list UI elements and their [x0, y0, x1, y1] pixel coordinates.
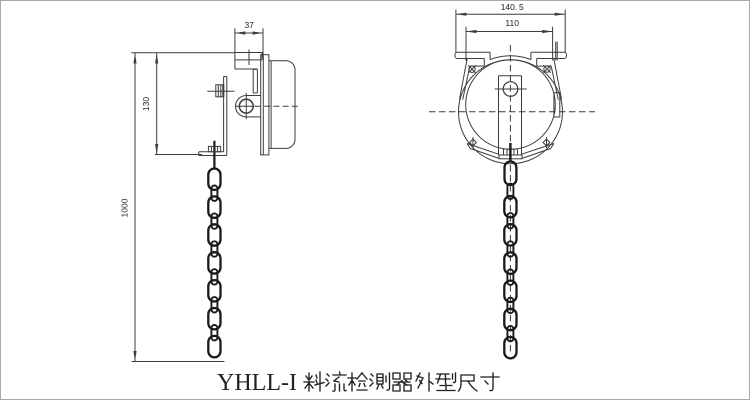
svg-text:1000: 1000 [120, 198, 130, 217]
svg-text:130: 130 [141, 97, 151, 111]
svg-text:YHLL-I: YHLL-I [217, 370, 297, 396]
svg-text:37: 37 [244, 20, 254, 30]
svg-text:140. 5: 140. 5 [501, 2, 524, 12]
svg-text:110: 110 [505, 18, 519, 28]
